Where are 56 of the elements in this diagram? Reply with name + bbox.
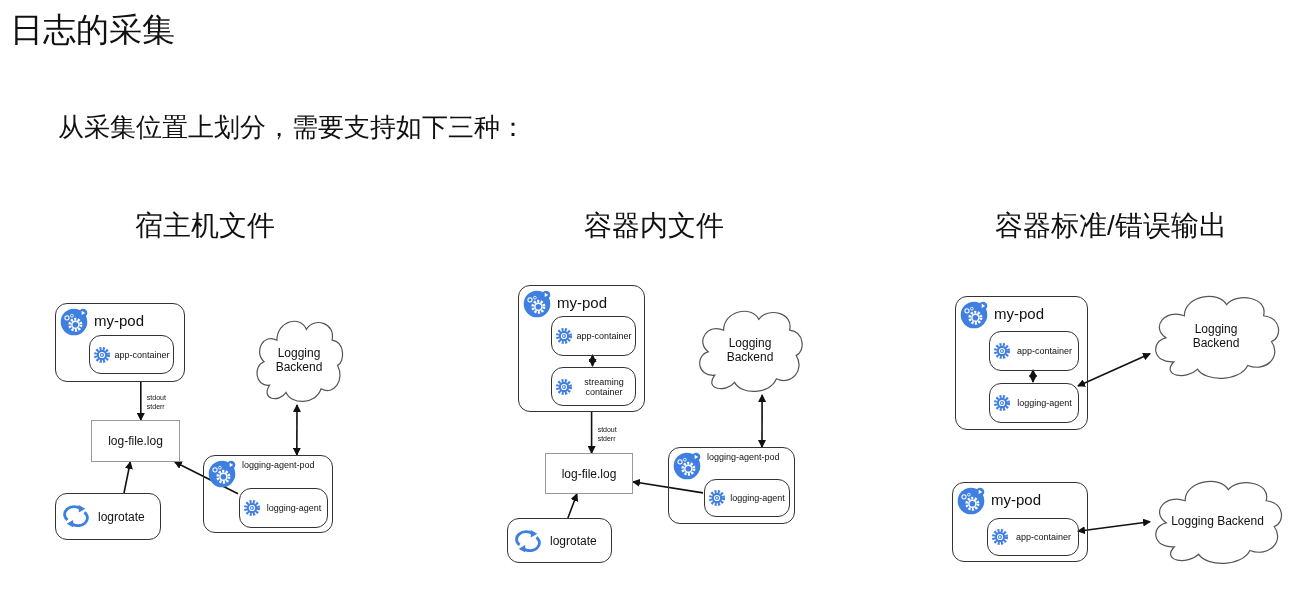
container-box bbox=[987, 518, 1079, 556]
arrow bbox=[567, 493, 579, 519]
arrow bbox=[1077, 352, 1151, 387]
pod-box bbox=[955, 296, 1088, 430]
pod-name: my-pod bbox=[994, 305, 1045, 322]
arrow bbox=[136, 381, 145, 421]
backend-name: Logging Backend bbox=[1191, 322, 1241, 350]
file-box bbox=[545, 453, 633, 494]
container-name: app-container bbox=[575, 331, 633, 341]
container-box bbox=[239, 488, 328, 528]
container-name: streaming container bbox=[583, 376, 625, 397]
process-name: logrotate bbox=[550, 533, 597, 548]
arrow bbox=[587, 411, 596, 454]
section-heading: 宿主机文件 bbox=[135, 209, 275, 243]
container-name: app-container bbox=[1015, 346, 1073, 356]
arrow bbox=[1029, 369, 1037, 383]
pod-name: logging-agent-pod bbox=[242, 460, 315, 470]
pod-name: my-pod bbox=[991, 491, 1042, 508]
arrow bbox=[292, 404, 301, 456]
pod-box bbox=[518, 285, 645, 412]
backend-name: Logging Backend bbox=[1170, 514, 1265, 528]
container-name: logging-agent bbox=[1016, 398, 1073, 408]
container-name: app-container bbox=[113, 349, 171, 360]
container-name: app-container bbox=[1014, 532, 1072, 542]
container-box bbox=[989, 331, 1079, 371]
container-box bbox=[989, 383, 1079, 423]
arrow bbox=[123, 461, 133, 494]
arrow bbox=[1077, 518, 1151, 535]
pod-box bbox=[203, 455, 333, 533]
section-heading: 容器标准/错误输出 bbox=[995, 209, 1227, 243]
arrow bbox=[588, 354, 597, 367]
pod-name: logging-agent-pod bbox=[707, 452, 780, 462]
pod-box bbox=[952, 482, 1088, 562]
container-box bbox=[551, 316, 636, 356]
process-name: logrotate bbox=[98, 509, 145, 524]
container-name: logging-agent bbox=[729, 493, 786, 503]
section-heading: 容器内文件 bbox=[584, 209, 724, 243]
arrow bbox=[758, 394, 767, 448]
container-box bbox=[551, 367, 636, 406]
pod-name: my-pod bbox=[94, 312, 145, 329]
container-name: logging-agent bbox=[265, 503, 323, 513]
file-name: log-file.log bbox=[107, 434, 164, 448]
title: 日志的采集 bbox=[10, 10, 175, 50]
arrow bbox=[632, 478, 704, 494]
container-box bbox=[704, 479, 790, 517]
file-box bbox=[91, 420, 180, 462]
pod-box bbox=[55, 303, 185, 382]
file-name: log-file.log bbox=[560, 466, 618, 481]
pod-box bbox=[668, 447, 795, 524]
process-box bbox=[507, 518, 612, 563]
container-box bbox=[89, 335, 174, 374]
subtitle: 从采集位置上划分，需要支持如下三种： bbox=[58, 111, 526, 144]
backend-name: Logging Backend bbox=[725, 336, 775, 364]
pod-name: my-pod bbox=[557, 294, 608, 311]
backend-name: Logging Backend bbox=[274, 346, 324, 374]
process-box bbox=[55, 493, 161, 540]
